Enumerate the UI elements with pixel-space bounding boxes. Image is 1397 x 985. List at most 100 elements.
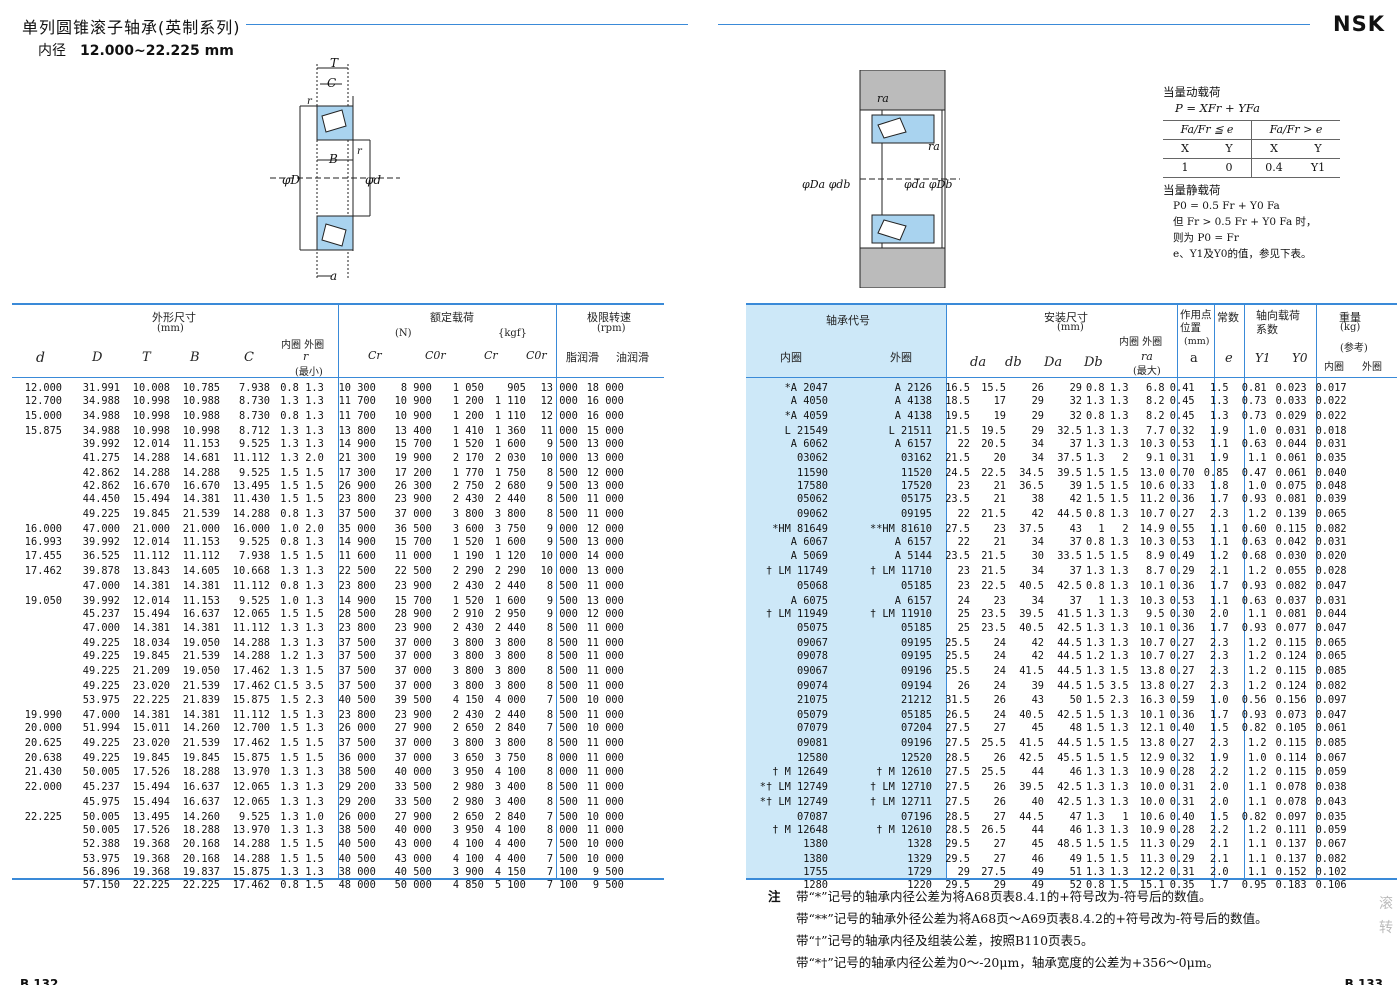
right-table-cell: 39.5 <box>1019 781 1044 793</box>
page-title: 单列圆锥滚子轴承(英制系列) <box>22 18 241 37</box>
left-table-cell: 45.975 <box>82 795 120 808</box>
right-table-cell: 21 <box>993 493 1006 505</box>
right-group-weight: 重量 <box>1339 311 1361 324</box>
right-table-cell: 0.020 <box>1315 550 1347 563</box>
left-table-cell: 36 000 <box>338 751 376 764</box>
left-table-cell: 11 000 <box>394 550 432 563</box>
left-table-cell: 7 500 <box>546 722 578 734</box>
left-table-cell: 37 000 <box>394 637 432 649</box>
right-table-cell: 0.081 <box>1275 493 1307 505</box>
right-table-cell: 45 <box>1031 838 1044 851</box>
right-table-cell: 0.63 <box>1241 594 1267 607</box>
left-table-cell <box>14 853 64 866</box>
right-table-cell: 29 <box>957 866 970 878</box>
right-table-cell: 1.3 <box>1086 395 1105 407</box>
left-table-cell: 23 800 <box>338 579 376 592</box>
left-table-cell: 37 500 <box>338 679 376 692</box>
static-load-title: 当量静载荷 <box>1163 183 1221 197</box>
left-table-cell: 37 500 <box>338 637 376 649</box>
right-table-cell: 11590 <box>797 467 828 479</box>
left-table-cell: 0.8 <box>280 507 299 520</box>
right-table-cell: 0.042 <box>1275 535 1307 548</box>
left-table-cell <box>14 650 64 663</box>
left-table-cell: 7 500 <box>546 694 578 707</box>
left-table-cell: 1.3 <box>305 823 324 836</box>
left-table-cell: 12 000 <box>586 607 624 620</box>
right-table-cell: 29.5 <box>945 853 970 865</box>
right-table-cell: 1.2 <box>1248 679 1267 692</box>
left-table-cell: 12.014 <box>132 535 170 548</box>
right-table-cell: 2.3 <box>1210 507 1229 520</box>
left-table-cell: 13 000 <box>586 452 624 465</box>
right-table-cell: 0.49 <box>1169 550 1195 563</box>
right-table-cell: 1.2 <box>1248 565 1267 577</box>
left-table-cell: 3 950 <box>452 823 484 836</box>
left-table-cell: 2 430 <box>452 622 484 635</box>
left-table-cell: 26 000 <box>338 722 376 734</box>
right-table-cell: 23 <box>957 480 970 492</box>
left-group-dimensions: 外形尺寸 <box>152 311 196 324</box>
right-table-cell: 42 <box>1031 507 1044 520</box>
left-table-cell: 19.837 <box>182 866 220 878</box>
right-table-cell: 0.45 <box>1169 395 1195 407</box>
right-table-cell: 0.078 <box>1275 781 1307 793</box>
left-table-cell: 15.875 <box>24 424 62 437</box>
right-table-cell: 03062 <box>797 452 828 465</box>
left-table-cell: 13 000 <box>540 382 578 394</box>
left-table-cell: 47.000 <box>82 579 120 592</box>
right-table-cell: † M 12610 <box>876 823 932 836</box>
right-table-cell: 0.68 <box>1241 550 1267 563</box>
right-table-cell: 1.3 <box>1110 781 1129 793</box>
bearing-cross-section-diagram: T C r B r φD φd a <box>270 56 400 283</box>
left-table-cell: 18.288 <box>182 766 220 779</box>
right-table-cell: † LM 11910 <box>870 607 932 620</box>
left-table-cell: 1.3 <box>305 395 324 407</box>
left-table-cell: 8 500 <box>546 637 578 649</box>
left-table-cell: 40 500 <box>338 838 376 851</box>
left-table-cell: 11 000 <box>586 795 624 808</box>
right-table-cell: 1.9 <box>1210 424 1229 437</box>
val-X1: 1 <box>1163 158 1207 178</box>
col-C0r-N: C0r <box>425 349 446 362</box>
left-table-cell: 3 950 <box>452 766 484 779</box>
left-table-cell: 19.050 <box>182 664 220 677</box>
right-table-cell: 28.5 <box>945 751 970 764</box>
left-group-load-unit-kgf: {kgf} <box>498 328 527 339</box>
right-table-cell: 1.5 <box>1086 722 1105 734</box>
left-table-cell: 11.153 <box>182 594 220 607</box>
left-table-cell: 1 600 <box>494 437 526 450</box>
right-table-cell: 12.1 <box>1139 722 1165 734</box>
right-table-cell: 39.5 <box>1019 607 1044 620</box>
left-table-cell: 1.5 <box>280 838 299 851</box>
right-table-cell: A 4138 <box>894 395 932 407</box>
left-table-cell: 11 000 <box>586 751 624 764</box>
left-table-cell: 4 000 <box>494 694 526 707</box>
left-table-cell: 16 000 <box>586 395 624 407</box>
left-table-cell: 11.112 <box>232 622 270 635</box>
left-table-cell: 50.005 <box>82 766 120 779</box>
left-table-cell: 49.225 <box>82 650 120 662</box>
col-weight-outer: 外圈 <box>1362 362 1382 373</box>
left-table-cell: 1.3 <box>280 622 299 635</box>
right-table-cell: 9.5 <box>1146 607 1165 620</box>
left-group-speed-unit: (rpm) <box>597 323 626 334</box>
left-table-cell: 37 500 <box>338 664 376 677</box>
left-table-cell: 1.5 <box>305 607 324 620</box>
left-table-cell: 1.5 <box>280 550 299 563</box>
left-table-cell: 13.495 <box>132 810 170 823</box>
left-table-cell: 2 980 <box>452 795 484 808</box>
left-table-cell: 14 900 <box>338 437 376 450</box>
right-table-cell: 43 <box>1069 522 1082 535</box>
left-table-cell: 11.112 <box>232 579 270 592</box>
left-table-cell <box>14 693 64 710</box>
right-table-cell: 40 <box>1031 795 1044 808</box>
right-table-cell: 29 <box>1069 382 1082 394</box>
right-table-cell: 26 <box>993 795 1006 808</box>
col-ra-rings: 内圈 外圈 <box>1119 337 1163 348</box>
right-table-cell: 40.5 <box>1019 709 1044 721</box>
col-Y0: Y0 <box>1292 351 1308 365</box>
left-table-cell: 12.014 <box>132 594 170 607</box>
right-table-cell: 0.8 <box>1086 507 1105 520</box>
